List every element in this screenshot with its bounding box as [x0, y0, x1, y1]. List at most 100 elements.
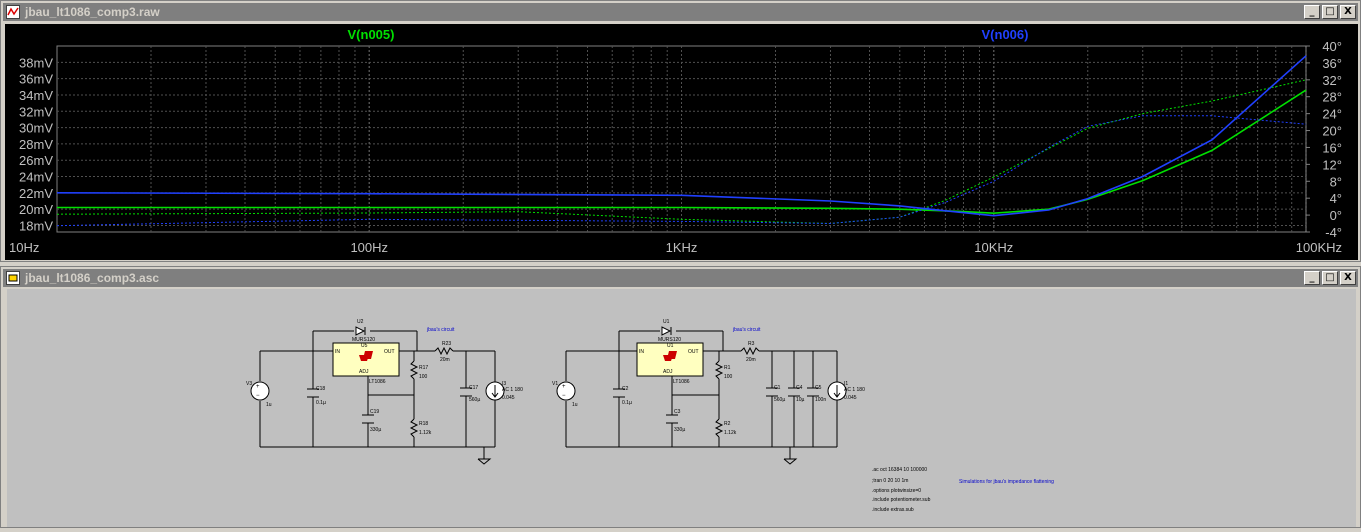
svg-text:−: −: [256, 393, 260, 399]
cap-value: 0.1µ: [316, 400, 326, 406]
y-left-tick-label: 34mV: [19, 88, 53, 103]
y-left-tick-label: 20mV: [19, 202, 53, 217]
series-line-vn006-left[interactable]: [56, 55, 1307, 217]
directive[interactable]: .ac oct 16384 10 100000: [872, 467, 927, 473]
cap-value: 100n: [815, 397, 826, 403]
schematic-titlebar[interactable]: jbau_lt1086_comp3.asc _ □ X: [3, 269, 1358, 287]
y-right-tick-label: 20°: [1322, 124, 1342, 139]
load-ref: I3: [502, 381, 506, 387]
source-value: 1u: [572, 402, 578, 408]
cap-ref: C18: [316, 386, 325, 392]
y-left-tick-label: 26mV: [19, 153, 53, 168]
regulator-ref: U1: [667, 343, 674, 349]
x-tick-label: 1KHz: [666, 240, 698, 255]
y-left-tick-label: 18mV: [19, 218, 53, 233]
resistor-ref: R18: [419, 421, 428, 427]
cap-ref: C17: [469, 385, 478, 391]
cap-ref: C2: [622, 386, 629, 392]
resistor-ref: R17: [419, 365, 428, 371]
regulator-pin-out: OUT: [688, 349, 699, 355]
resistor-r17: [409, 360, 419, 380]
x-tick-label: 100KHz: [1296, 240, 1342, 255]
series-line-vn006-right[interactable]: [56, 115, 1307, 227]
svg-text:−: −: [562, 393, 566, 399]
waveform-chart[interactable]: 38mV36mV34mV32mV30mV28mV26mV24mV22mV20mV…: [5, 24, 1358, 260]
cap-ref: C5: [815, 385, 822, 391]
schematic-window-title: jbau_lt1086_comp3.asc: [25, 271, 160, 285]
y-left-tick-label: 36mV: [19, 72, 53, 87]
circuit-a-labels: U2 MURS120 U5 IN OUT ADJ LT1086 jbau's c…: [246, 319, 523, 436]
waveform-icon: [6, 5, 20, 19]
resistor-ref: R1: [724, 365, 731, 371]
regulator-part: LT1086: [369, 379, 386, 385]
waveform-titlebar[interactable]: jbau_lt1086_comp3.raw _ □ X: [3, 3, 1358, 21]
resistor-value: 20m: [440, 357, 450, 363]
close-button[interactable]: X: [1340, 5, 1356, 19]
x-tick-label: 10Hz: [9, 240, 39, 255]
resistor-ref: R2: [724, 421, 731, 427]
cap-ref: C3: [674, 409, 681, 415]
resistor-value: 1.12k: [419, 430, 432, 436]
minimize-button[interactable]: _: [1304, 271, 1320, 285]
resistor-value: 100: [419, 374, 428, 380]
cap-value: 0.1µ: [622, 400, 632, 406]
diode-u2: [355, 326, 366, 336]
diode-model: MURS120: [658, 337, 681, 343]
regulator-pin-adj: ADJ: [359, 369, 369, 375]
source-ref: V3: [246, 381, 252, 387]
regulator-ref: U5: [361, 343, 368, 349]
schematic-canvas[interactable]: +− U2 MURS120 U5 IN OUT ADJ LT1086 jbau'…: [7, 289, 1356, 527]
y-left-tick-label: 22mV: [19, 186, 53, 201]
circuit-title: jbau's circuit: [732, 327, 761, 333]
close-button[interactable]: X: [1340, 271, 1356, 285]
directive[interactable]: .include potentiometer.sub: [872, 497, 931, 503]
diode-ref: U2: [357, 319, 364, 325]
svg-text:+: +: [256, 384, 260, 390]
directive[interactable]: .options plotwinsize=0: [872, 488, 921, 494]
y-left-tick-label: 32mV: [19, 104, 53, 119]
load-value: 0.045: [844, 395, 857, 401]
directive[interactable]: ;tran 0 20 10 1m: [872, 478, 908, 484]
circuit-a-parts: +−: [250, 326, 505, 438]
load-value: AC 1 180: [502, 387, 523, 393]
schematic-drawing[interactable]: +− U2 MURS120 U5 IN OUT ADJ LT1086 jbau'…: [7, 289, 1356, 527]
diode-u1: [661, 326, 672, 336]
resistor-value: 1.12k: [724, 430, 737, 436]
y-right-tick-label: 16°: [1322, 140, 1342, 155]
circuit-b: [565, 330, 838, 465]
series-line-vn005-right[interactable]: [56, 79, 1307, 225]
resistor-r3: [740, 346, 760, 356]
source-v1: [556, 381, 576, 401]
y-right-tick-label: -4°: [1325, 225, 1342, 240]
circuit-a: [259, 330, 496, 465]
circuit-b-labels: U1 MURS120 U1 IN OUT ADJ LT1086 jbau's c…: [552, 319, 865, 436]
load-value: 0.045: [502, 395, 515, 401]
maximize-button[interactable]: □: [1322, 5, 1338, 19]
minimize-button[interactable]: _: [1304, 5, 1320, 19]
x-tick-label: 10KHz: [974, 240, 1013, 255]
load-ref: I1: [844, 381, 848, 387]
resistor-value: 20m: [746, 357, 756, 363]
source-v3: [250, 381, 270, 401]
y-right-tick-label: 28°: [1322, 90, 1342, 105]
trace-label[interactable]: V(n005): [348, 27, 395, 42]
y-left-tick-label: 24mV: [19, 170, 53, 185]
y-right-tick-label: 0°: [1330, 208, 1342, 223]
y-left-tick-label: 38mV: [19, 55, 53, 70]
regulator-part: LT1086: [673, 379, 690, 385]
load-value: AC 1 180: [844, 387, 865, 393]
y-right-tick-label: 36°: [1322, 56, 1342, 71]
maximize-button[interactable]: □: [1322, 271, 1338, 285]
cap-ref: C1: [774, 385, 781, 391]
trace-label[interactable]: V(n006): [982, 27, 1029, 42]
series-line-vn005-left[interactable]: [57, 89, 1307, 215]
circuit-b-parts: +−: [556, 326, 847, 438]
y-left-tick-label: 30mV: [19, 121, 53, 136]
directive[interactable]: .include extras.sub: [872, 507, 914, 513]
schematic-comment[interactable]: Simulations for jbau's impedance flatten…: [959, 479, 1054, 485]
source-ref: V1: [552, 381, 558, 387]
resistor-value: 100: [724, 374, 733, 380]
spice-directives: .ac oct 16384 10 100000 ;tran 0 20 10 1m…: [872, 467, 1054, 513]
y-right-tick-label: 8°: [1330, 174, 1342, 189]
